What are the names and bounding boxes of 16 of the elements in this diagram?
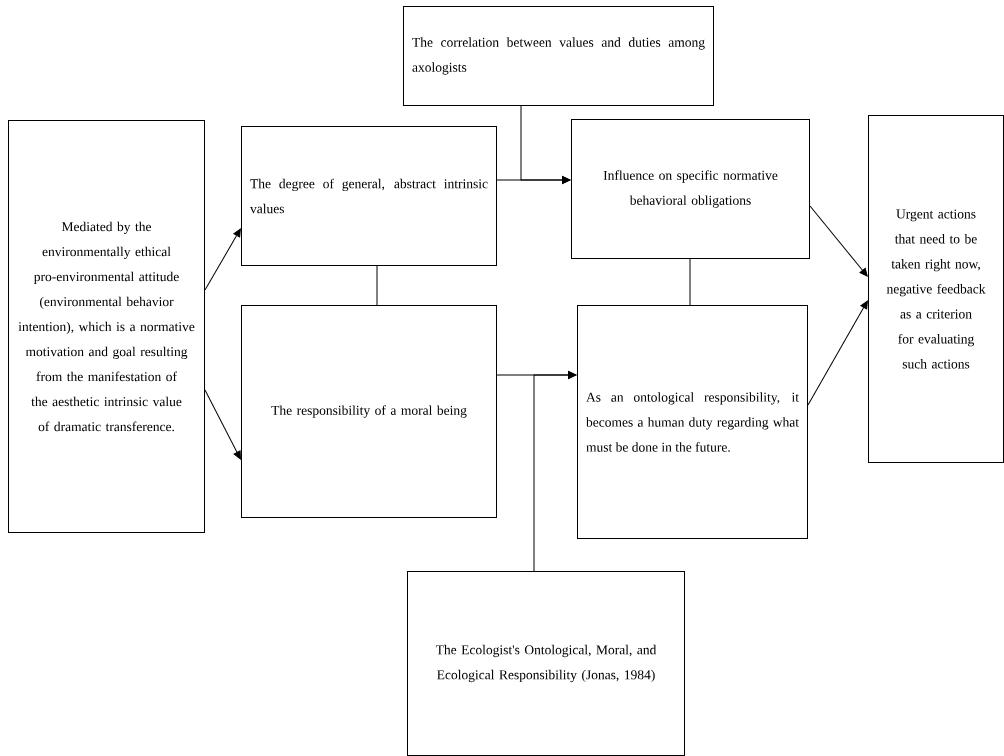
arrow <box>520 105 571 184</box>
connector-line <box>689 258 691 306</box>
arrow <box>807 300 868 406</box>
connector-line <box>376 265 378 306</box>
text-box: The Ecologist's Ontological, Moral, and Ecological Responsibility (Jonas, 1984) <box>407 571 685 756</box>
text-box: The correlation between values and duties among axologists <box>403 6 714 106</box>
text-box: As an ontological responsibility, it becomes a human duty regarding what must be done in the future. <box>577 305 808 539</box>
text-box: The responsibility of a moral being <box>241 305 497 518</box>
text-box: Influence on specific normative behavioral obligations <box>571 119 810 259</box>
arrow <box>809 205 868 277</box>
arrow <box>204 389 241 460</box>
text-box: Mediated by the environmentally ethical pro-environmental attitude (environmental behavior intention), which is a normative motivation and goal resulting from the manifestation of the aesthetic intrinsic value of dramatic transference. <box>8 120 205 533</box>
text-box: Urgent actions that need to be taken right now, negative feedback as a criterion for evaluating such actions <box>868 115 1004 463</box>
text-box: The degree of general, abstract intrinsic values <box>241 126 497 266</box>
arrow <box>204 228 241 291</box>
arrow <box>533 371 577 572</box>
